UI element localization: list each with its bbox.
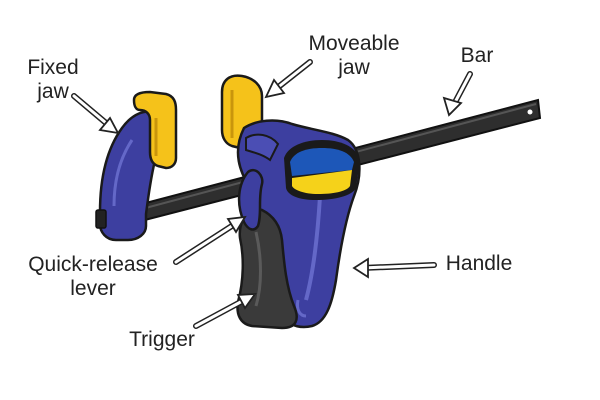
bar-arrow [442, 71, 473, 117]
moveable-jaw-arrow [264, 59, 313, 99]
moveable-jaw-label: Moveable jaw [294, 32, 414, 80]
fixed-jaw-label-line-1: Fixed [27, 56, 79, 79]
quick-release-lever-label-line-1: Quick-release [28, 253, 158, 276]
handle-badge [284, 140, 360, 200]
bar-label: Bar [460, 44, 494, 67]
handle-arrow [352, 257, 437, 279]
quick-release-lever [237, 168, 264, 231]
quick-release-arrow [173, 215, 247, 265]
fixed-jaw-pad [132, 90, 178, 170]
moveable-jaw-label-line-2: jaw [338, 56, 370, 79]
fixed-jaw-label-line-2: jaw [37, 80, 69, 103]
trigger-arrow [193, 292, 257, 329]
quick-release-lever-label-line-2: lever [70, 277, 116, 300]
fixed-jaw [95, 90, 178, 242]
handle-label: Handle [445, 252, 513, 275]
fixed-jaw-arrow [71, 93, 120, 135]
moveable-jaw-label-line-1: Moveable [308, 32, 400, 55]
trigger-label: Trigger [129, 328, 195, 351]
quick-release-lever-label: Quick-release lever [14, 253, 172, 301]
fixed-jaw-label: Fixed jaw [14, 56, 92, 104]
